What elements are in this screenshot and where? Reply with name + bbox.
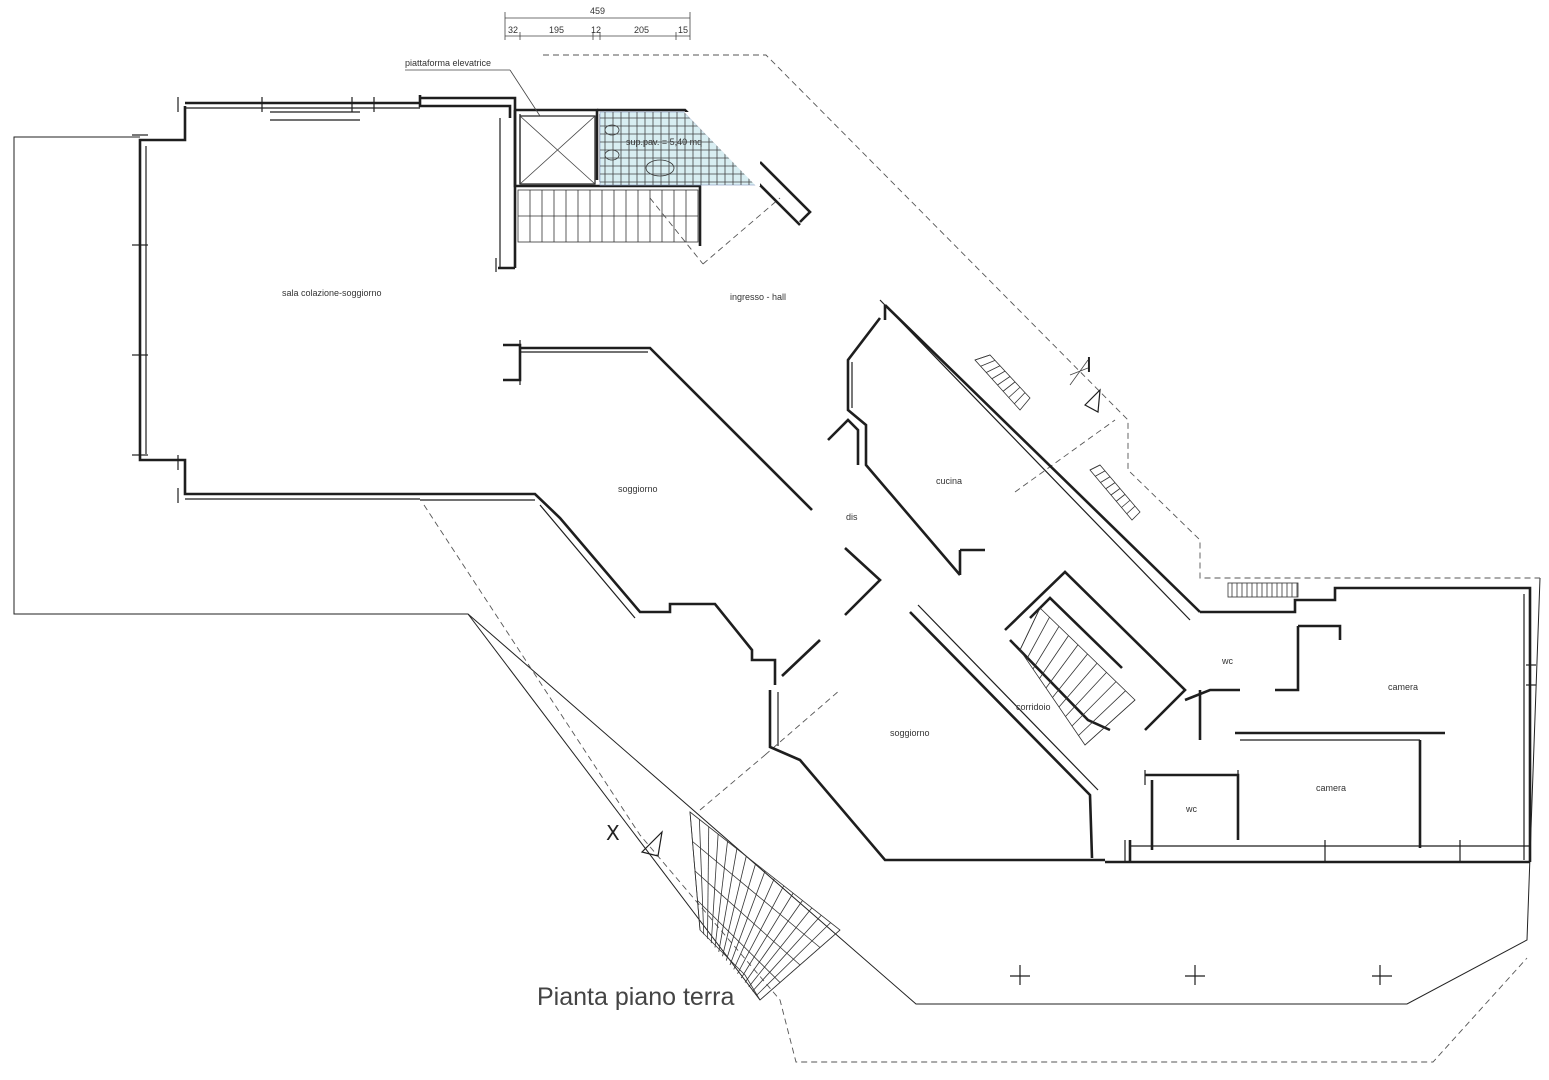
grille-slat <box>1121 499 1131 508</box>
room-dis: dis <box>846 512 858 522</box>
grille-slat <box>1002 381 1016 392</box>
radiator-grilles <box>974 354 1299 598</box>
room-camera-lower: camera <box>1316 783 1346 793</box>
callout-lift-label: piattaforma elevatrice <box>405 58 491 68</box>
callout-lift: piattaforma elevatrice <box>405 58 541 117</box>
room-cucina: cucina <box>936 476 962 486</box>
stair-tread <box>1032 626 1060 670</box>
stair-rail <box>694 870 801 966</box>
stair-tread <box>1065 672 1107 717</box>
stair-right <box>1019 607 1136 746</box>
stair-right-treads <box>1019 607 1136 746</box>
grille-slat <box>1008 386 1021 398</box>
dimension-segment-3: 12 <box>591 25 601 35</box>
walls <box>138 95 1532 864</box>
room-corridoio: corridoio <box>1016 702 1051 712</box>
stair-tread <box>1045 644 1079 689</box>
room-wc-upper: wc <box>1221 656 1233 666</box>
terrace-outline <box>13 136 1541 1005</box>
room-soggiorno-upper: soggiorno <box>618 484 658 494</box>
section-mark-i: I <box>1069 353 1101 413</box>
grille-slat <box>986 365 1001 373</box>
grille-slat <box>1014 392 1026 405</box>
stair-tread <box>1078 690 1126 736</box>
stair-tread <box>1019 607 1041 651</box>
grille-slat <box>980 360 996 367</box>
tile-mask <box>684 112 760 186</box>
room-wc-lower: wc <box>1185 804 1197 814</box>
stair-rail <box>697 900 781 983</box>
section-mark-x: X <box>606 821 663 857</box>
stair-lower <box>689 811 841 1001</box>
stair-rail <box>692 841 821 948</box>
bathroom-tile-grid <box>600 112 760 186</box>
room-sala-colazione: sala colazione-soggiorno <box>282 288 382 298</box>
room-soggiorno-lower: soggiorno <box>890 728 930 738</box>
dimension-segment-2: 195 <box>549 25 564 35</box>
stair-tread <box>1039 635 1069 679</box>
section-label-x: X <box>606 821 620 845</box>
room-labels: sala colazione-soggiorno ingresso - hall… <box>282 288 1418 814</box>
dimension-total: 459 <box>590 6 605 16</box>
section-label-i: I <box>1086 353 1092 377</box>
stair-tread <box>1058 662 1098 708</box>
dashed-projections <box>423 54 1540 1063</box>
stair-upper-treads <box>518 190 698 242</box>
grille-slat <box>1095 470 1106 477</box>
dimension-segment-5: 15 <box>678 25 688 35</box>
grille-slat <box>974 354 991 361</box>
grille-slat <box>1126 505 1136 515</box>
grille-slat <box>997 376 1011 386</box>
dimension-segment-1: 32 <box>508 25 518 35</box>
grille-slat <box>1116 494 1126 502</box>
stair-tread <box>1071 681 1117 727</box>
stair-tread <box>1052 653 1088 698</box>
stair-tread <box>1026 617 1050 660</box>
stair-tread <box>1084 699 1136 746</box>
grille-slat <box>1089 464 1101 471</box>
stair-lower-treads <box>689 811 841 1001</box>
wall-ticks <box>132 97 1536 985</box>
drawing-title: Pianta piano terra <box>537 983 734 1011</box>
grille-slat <box>1110 488 1121 496</box>
grille-slat <box>1105 482 1116 490</box>
lift-platform <box>519 115 596 185</box>
grille-slat <box>1100 476 1111 483</box>
dimension-chain: 459 32 195 12 205 15 <box>504 6 691 40</box>
grille-slat <box>991 370 1006 380</box>
dimension-segment-4: 205 <box>634 25 649 35</box>
room-camera-upper: camera <box>1388 682 1418 692</box>
radiator-slats <box>974 354 1298 597</box>
room-ingresso: ingresso - hall <box>730 292 786 302</box>
